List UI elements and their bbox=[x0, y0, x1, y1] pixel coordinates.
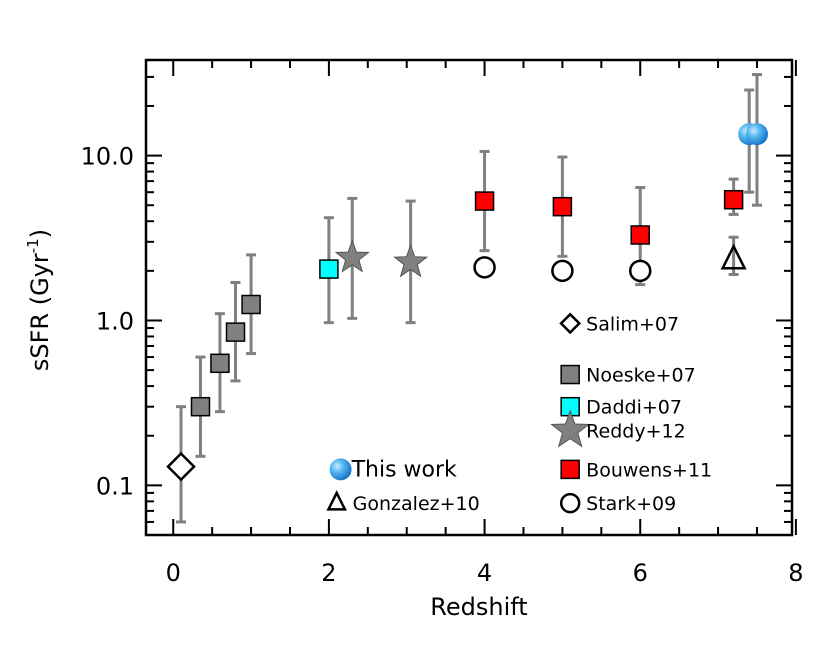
gonzalez-10-point bbox=[720, 243, 747, 270]
bouwens-11-point bbox=[723, 189, 744, 210]
reddy-12-point bbox=[334, 239, 370, 273]
y-axis-label-sup: -1 bbox=[24, 238, 42, 253]
y-tick-label: 0.1 bbox=[96, 472, 134, 500]
legend-gonzalez-10-marker bbox=[326, 490, 347, 511]
legend-salim-07-label: Salim+07 bbox=[586, 313, 679, 335]
bouwens-11-point bbox=[552, 196, 573, 217]
noeske-07-point bbox=[225, 322, 246, 342]
legend-gonzalez-10-label: Gonzalez+10 bbox=[353, 493, 480, 515]
axis-ticks bbox=[146, 60, 797, 536]
y-tick-label: 1.0 bbox=[96, 307, 134, 335]
axis-tick-labels: 0 2 4 6 8 0.1 1.0 10.0 bbox=[81, 143, 804, 587]
errorbars-layer bbox=[176, 73, 762, 524]
noeske-07-point bbox=[241, 294, 261, 315]
daddi-07-point bbox=[319, 259, 339, 279]
legend: Salim+07Noeske+07Daddi+07Reddy+12Bouwens… bbox=[326, 312, 712, 515]
x-tick-label: 6 bbox=[633, 559, 648, 587]
x-axis-label: Redshift bbox=[430, 593, 527, 621]
legend-salim-07-marker bbox=[559, 312, 582, 335]
y-axis-label-end: ) bbox=[26, 229, 54, 238]
reddy-12-point bbox=[393, 243, 429, 278]
stark-09-point bbox=[473, 256, 496, 279]
x-tick-label: 0 bbox=[166, 559, 181, 587]
stark-09-point bbox=[551, 259, 574, 283]
legend-daddi-07-label: Daddi+07 bbox=[586, 397, 682, 419]
plot-frame bbox=[144, 58, 794, 537]
bouwens-11-point bbox=[474, 191, 495, 211]
salim-07-point bbox=[166, 451, 196, 482]
y-axis-label-main: sSFR (Gyr bbox=[26, 253, 54, 371]
legend-bouwens-11-label: Bouwens+11 bbox=[586, 459, 712, 481]
x-tick-label: 8 bbox=[788, 559, 803, 587]
this-work-point bbox=[745, 123, 768, 146]
legend-noeske-07-label: Noeske+07 bbox=[586, 365, 696, 387]
y-axis-label: sSFR (Gyr-1) bbox=[24, 229, 54, 371]
legend-this-work-marker bbox=[329, 458, 352, 481]
legend-bouwens-11-marker bbox=[560, 459, 580, 480]
legend-this-work-label: This work bbox=[351, 457, 457, 482]
stark-09-point bbox=[628, 259, 652, 283]
legend-reddy-12-marker bbox=[550, 409, 591, 448]
noeske-07-point bbox=[210, 353, 230, 374]
noeske-07-point bbox=[190, 396, 211, 417]
y-tick-label: 10.0 bbox=[81, 143, 134, 171]
legend-noeske-07-marker bbox=[560, 364, 580, 385]
legend-stark-09-label: Stark+09 bbox=[586, 493, 676, 515]
markers-layer bbox=[166, 123, 768, 482]
x-tick-label: 2 bbox=[321, 559, 336, 587]
legend-stark-09-marker bbox=[559, 492, 581, 514]
bouwens-11-point bbox=[630, 225, 650, 245]
legend-reddy-12-label: Reddy+12 bbox=[586, 421, 686, 443]
x-tick-label: 4 bbox=[477, 559, 492, 587]
